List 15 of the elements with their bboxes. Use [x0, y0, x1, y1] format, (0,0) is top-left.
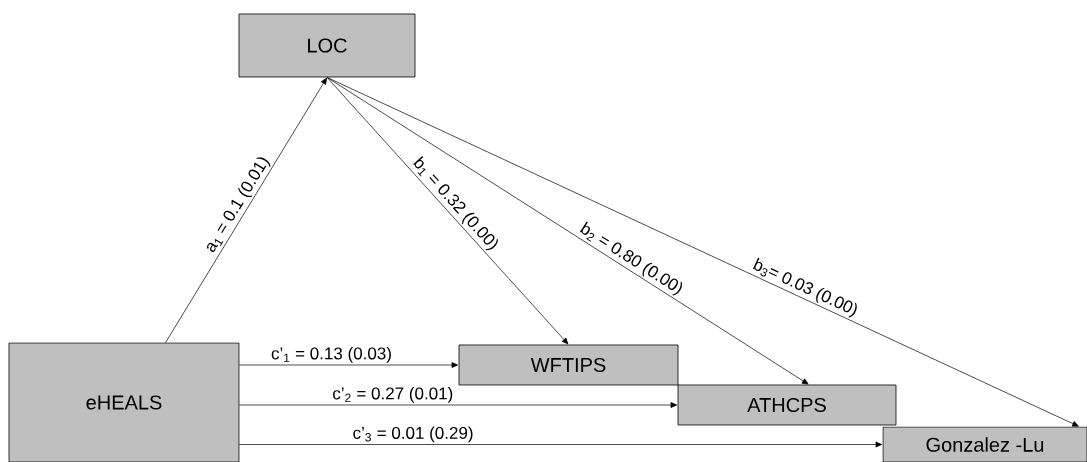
arrow — [326, 77, 1079, 427]
edge-label: c’$_{2}$ = 0.27 (0.01) — [331, 385, 455, 404]
arrow — [239, 402, 678, 408]
variable-box: eHEALS — [8, 342, 240, 462]
arrow — [326, 77, 569, 345]
arrow — [239, 441, 883, 448]
variable-box: ATHCPS — [677, 384, 897, 426]
variable-box: LOC — [238, 13, 416, 78]
edge-label: c’$_{3}$ = 0.01 (0.29) — [351, 425, 475, 444]
arrow — [239, 362, 459, 368]
arrow — [165, 77, 327, 343]
variable-box: WFTIPS — [458, 344, 679, 386]
variable-box: Gonzalez -Lu — [882, 426, 1087, 462]
edge-label: c’$_{1}$ = 0.13 (0.03) — [270, 345, 393, 364]
arrow — [326, 77, 809, 385]
